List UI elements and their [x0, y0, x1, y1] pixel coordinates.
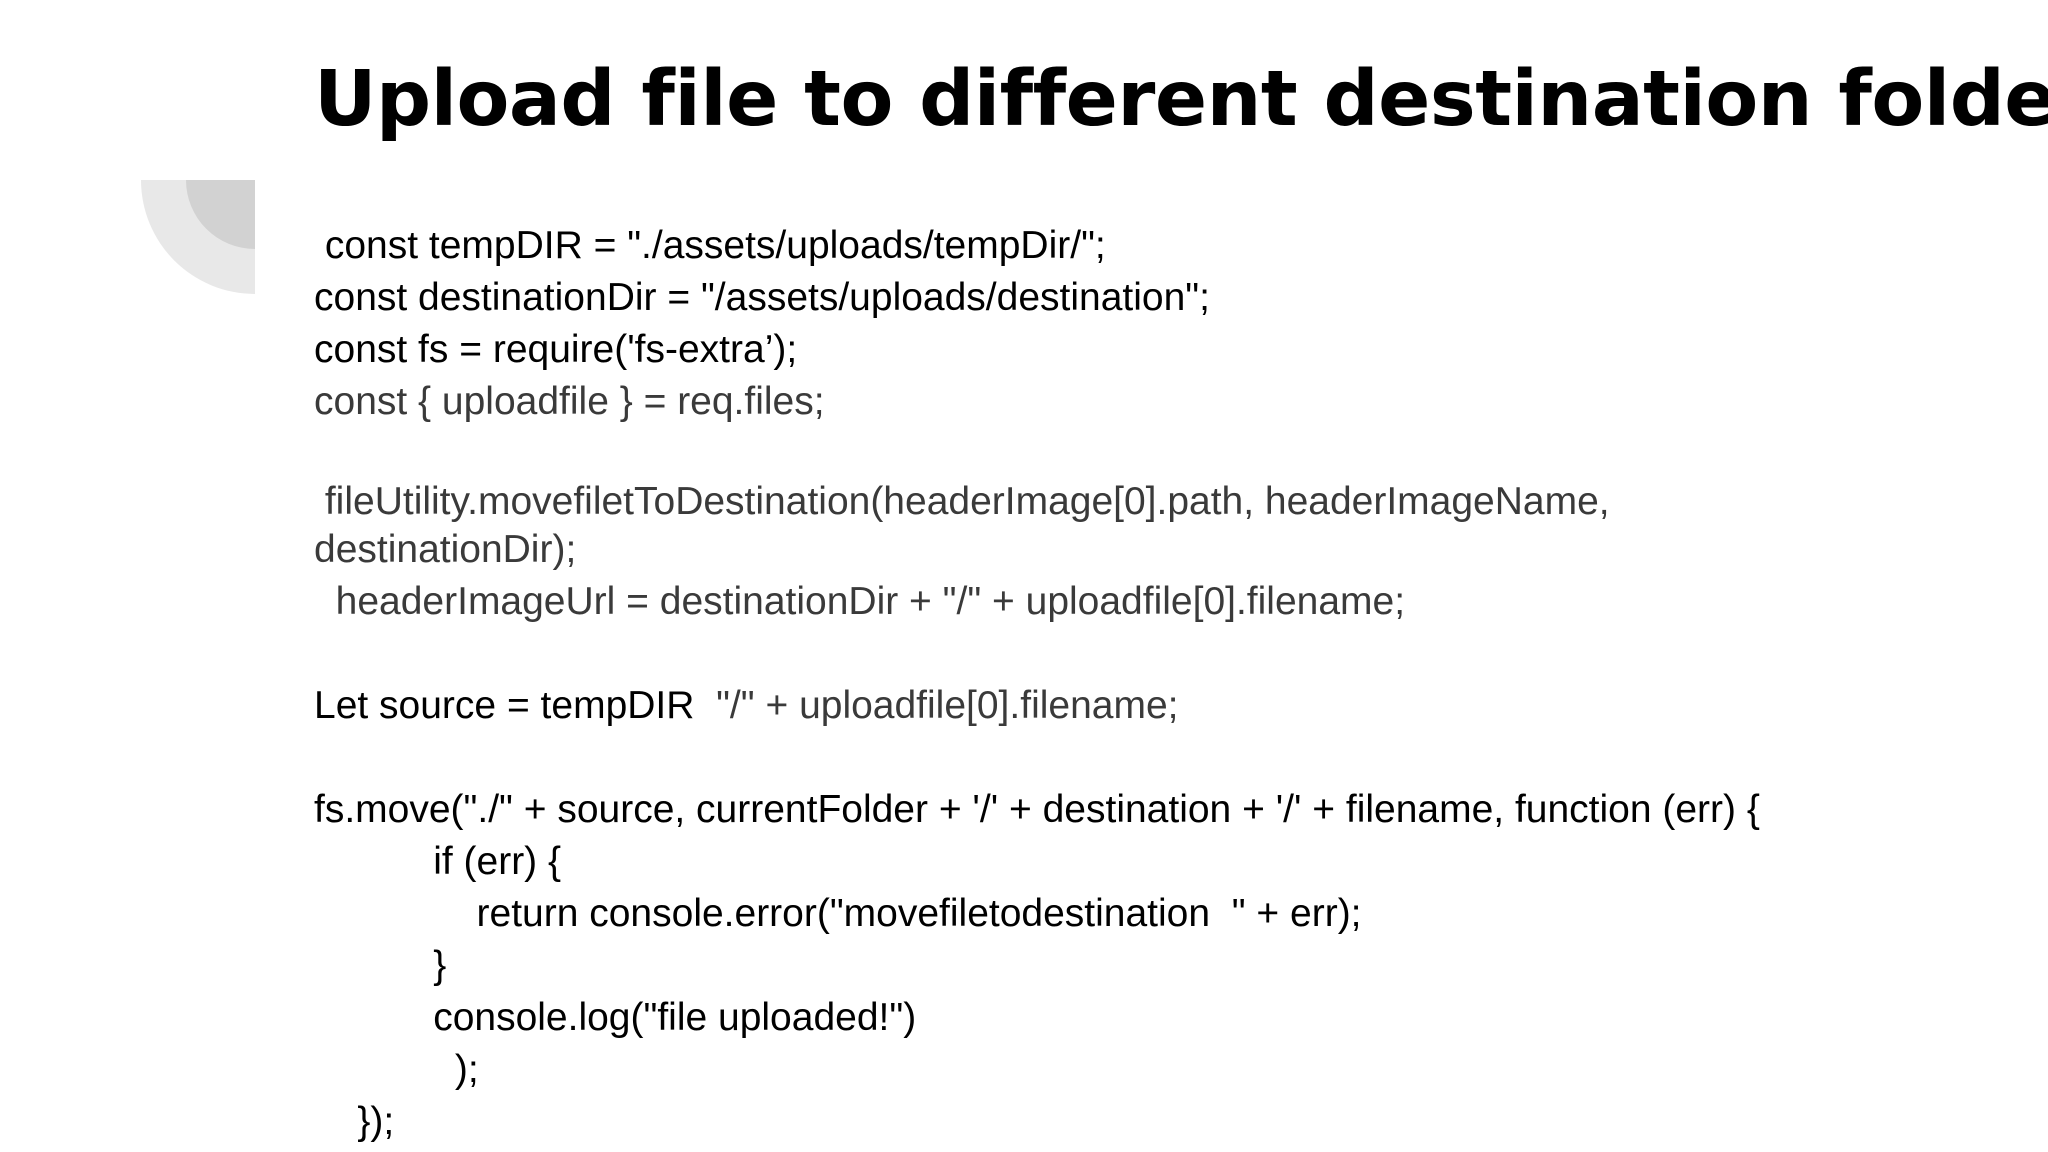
code-line: fileUtility.movefiletToDestination(heade…	[314, 480, 1610, 523]
code-line: const fs = require('fs-extra’);	[314, 328, 798, 371]
code-block: const tempDIR = "./assets/uploads/tempDi…	[314, 220, 2014, 1148]
code-line: const destinationDir = "/assets/uploads/…	[314, 276, 1210, 319]
code-line: if (err) {	[314, 840, 562, 883]
code-line-blank	[314, 428, 2014, 480]
code-line: console.log("file uploaded!")	[314, 996, 917, 1039]
code-line-blank	[314, 732, 2014, 784]
code-segment: Let source = tempDIR	[314, 684, 695, 727]
code-line: Let source = tempDIR "/" + uploadfile[0]…	[314, 680, 2014, 732]
code-line: );	[314, 1048, 479, 1091]
code-line: });	[314, 1100, 395, 1143]
code-line: return console.error("movefiletodestinat…	[314, 892, 1362, 935]
decorative-quarter-circles	[141, 180, 255, 294]
slide-title: Upload file to different destination fol…	[314, 55, 2048, 144]
decor-inner-arc	[186, 180, 255, 249]
code-line: destinationDir);	[314, 528, 577, 571]
code-line: const tempDIR = "./assets/uploads/tempDi…	[314, 224, 1106, 267]
code-line-blank	[314, 628, 2014, 680]
code-line: fs.move("./" + source, currentFolder + '…	[314, 788, 1760, 831]
code-line: const { uploadfile } = req.files;	[314, 380, 825, 423]
code-line: }	[314, 944, 447, 987]
code-line: headerImageUrl = destinationDir + "/" + …	[314, 580, 1406, 623]
code-segment: "/" + uploadfile[0].filename;	[694, 684, 1179, 727]
